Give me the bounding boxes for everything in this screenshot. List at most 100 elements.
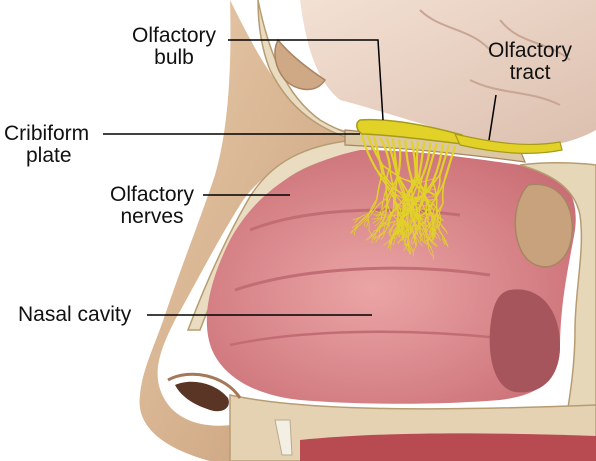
nerve-fiber — [350, 223, 359, 233]
nerve-fiber — [403, 219, 414, 230]
nerve-fiber — [398, 227, 402, 238]
nerve-fiber — [427, 218, 431, 230]
olfactory-bulb-shape — [356, 118, 463, 145]
nerve-fiber — [352, 215, 363, 221]
nerve-fiber — [410, 216, 421, 229]
nerve-fiber — [415, 224, 419, 235]
nerve-fiber — [443, 236, 449, 247]
nerve-fiber — [396, 218, 403, 225]
label-olfactory-nerves-line1: Olfactory — [109, 183, 195, 206]
nerve-fiber — [420, 230, 426, 238]
nerve-fiber — [365, 230, 375, 241]
nerve-fiber — [367, 198, 378, 218]
nerve-fiber — [426, 189, 436, 191]
nerve-fiber — [412, 173, 425, 197]
nerve-fiber — [416, 191, 429, 201]
nerve-fiber — [396, 203, 416, 216]
nerve-fiber — [410, 233, 416, 245]
nerve-fiber — [410, 140, 417, 178]
nerve-fiber — [434, 202, 444, 220]
turbinate-fold-3 — [229, 330, 501, 347]
nerve-fiber — [425, 143, 438, 182]
nerve-fiber — [412, 246, 417, 257]
leader-olfactory-tract — [488, 94, 497, 141]
brain-fold-2 — [499, 19, 571, 61]
nerve-fiber — [408, 205, 412, 213]
nerve-fiber — [440, 224, 447, 232]
nerve-fiber — [395, 226, 400, 240]
nerve-fiber — [364, 218, 368, 227]
frontal-sinus — [274, 38, 327, 91]
nerve-fiber — [427, 174, 441, 193]
nerve-fiber — [373, 136, 384, 174]
nerve-fiber — [404, 139, 413, 181]
nerve-fiber — [404, 177, 420, 201]
nerve-fiber — [410, 225, 415, 234]
turbinate-fold-2 — [234, 266, 491, 292]
nerve-fiber — [380, 211, 384, 220]
brain-fold-3 — [469, 79, 561, 106]
nerve-fiber — [438, 144, 450, 177]
nerve-fiber — [401, 229, 405, 238]
nerve-fiber — [409, 212, 412, 227]
nerve-fiber — [436, 208, 441, 220]
nerve-fiber — [417, 141, 426, 180]
nerve-fiber — [374, 218, 382, 227]
nerve-fiber — [391, 233, 397, 245]
nerve-fiber — [381, 222, 391, 228]
nerve-fiber — [399, 227, 404, 238]
nerve-fiber — [375, 167, 391, 190]
nerve-fiber — [373, 197, 388, 211]
label-olfactory-nerves-line2: nerves — [120, 205, 184, 228]
nerve-fiber — [374, 229, 378, 241]
nerve-fiber — [385, 165, 391, 192]
brain-fold-1 — [419, 9, 491, 51]
nerve-fiber — [437, 224, 445, 238]
nerve-fiber — [422, 227, 426, 238]
nerve-fiber — [424, 202, 434, 222]
posterior-opening — [489, 289, 560, 393]
label-olfactory-tract: Olfactory tract — [482, 40, 578, 84]
nerve-fiber — [411, 233, 416, 245]
nerve-fiber — [400, 177, 418, 204]
nerve-fiber — [358, 214, 369, 224]
nerve-fiber — [392, 226, 400, 236]
label-olfactory-bulb: Olfactory bulb — [124, 25, 224, 69]
nerve-fiber — [376, 229, 385, 238]
nerve-fiber — [389, 221, 396, 231]
nerve-fiber — [400, 217, 404, 225]
nerve-fiber — [410, 219, 415, 234]
nerve-fiber — [431, 144, 444, 183]
nerve-fiber — [387, 226, 393, 234]
nerve-fiber — [418, 228, 422, 237]
nerve-fiber — [408, 228, 416, 237]
nerve-fiber — [432, 232, 435, 242]
nerve-fiber — [396, 227, 404, 236]
nerve-fiber — [401, 224, 406, 243]
label-cribriform-plate-line1: Cribiform — [4, 122, 90, 145]
nerve-fiber — [380, 201, 384, 212]
label-cribriform-plate-line2: plate — [26, 144, 72, 167]
nerve-fiber — [375, 171, 384, 201]
nerve-fiber — [387, 201, 403, 218]
nerve-fiber — [439, 218, 441, 228]
nerve-fiber — [408, 197, 418, 203]
nerve-fiber — [377, 210, 382, 218]
nerve-fiber — [427, 228, 431, 237]
nerve-fiber — [395, 224, 401, 231]
nerve-fiber — [358, 216, 369, 227]
nerve-fiber — [412, 199, 418, 209]
label-olfactory-bulb-line1: Olfactory — [131, 24, 217, 47]
nerve-fiber — [392, 218, 403, 228]
nerve-fiber — [381, 171, 400, 193]
nerve-fiber — [393, 200, 399, 219]
olfactory-nerve-fibers — [350, 134, 457, 261]
nerve-fiber — [387, 236, 395, 248]
nerve-fiber — [414, 214, 422, 218]
label-olfactory-tract-line2: tract — [509, 61, 551, 84]
nerve-fiber — [404, 242, 414, 253]
label-olfactory-bulb-line2: bulb — [154, 46, 194, 69]
nerve-fiber — [397, 139, 402, 176]
nerve-fiber — [383, 216, 389, 231]
